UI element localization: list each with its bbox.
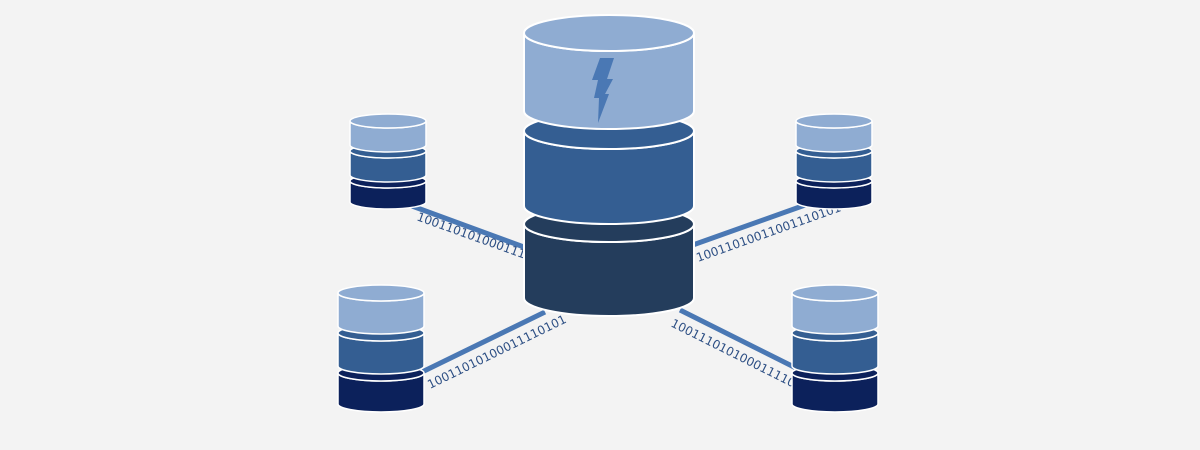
satellite-layer-light-top [795, 113, 873, 129]
satellite-database-top-right-icon [795, 113, 873, 210]
satellite-database-bottom-left-icon [337, 284, 425, 413]
central-database-layer-light-top [523, 14, 695, 52]
connector-top-right-line [689, 201, 809, 249]
satellite-database-bottom-right-icon [791, 284, 879, 413]
binary-label-bottom-right: 10011101010001111001 [669, 316, 812, 397]
satellite-layer-light-top [791, 284, 879, 302]
connector-bottom-right-line [678, 307, 798, 371]
satellite-layer-light-top [349, 113, 427, 129]
lightning-crack-icon [592, 58, 614, 123]
binary-label-bottom-left: 10011010100011110101 [425, 312, 568, 392]
connector-bottom-left-line [420, 309, 547, 375]
central-database-icon [523, 14, 695, 317]
connector-lines [411, 201, 809, 375]
connector-top-left-line [411, 203, 533, 253]
satellite-layer-light-top [337, 284, 425, 302]
satellite-database-top-left-icon [349, 113, 427, 210]
binary-label-top-right: 10011010011001110101 [694, 200, 843, 264]
